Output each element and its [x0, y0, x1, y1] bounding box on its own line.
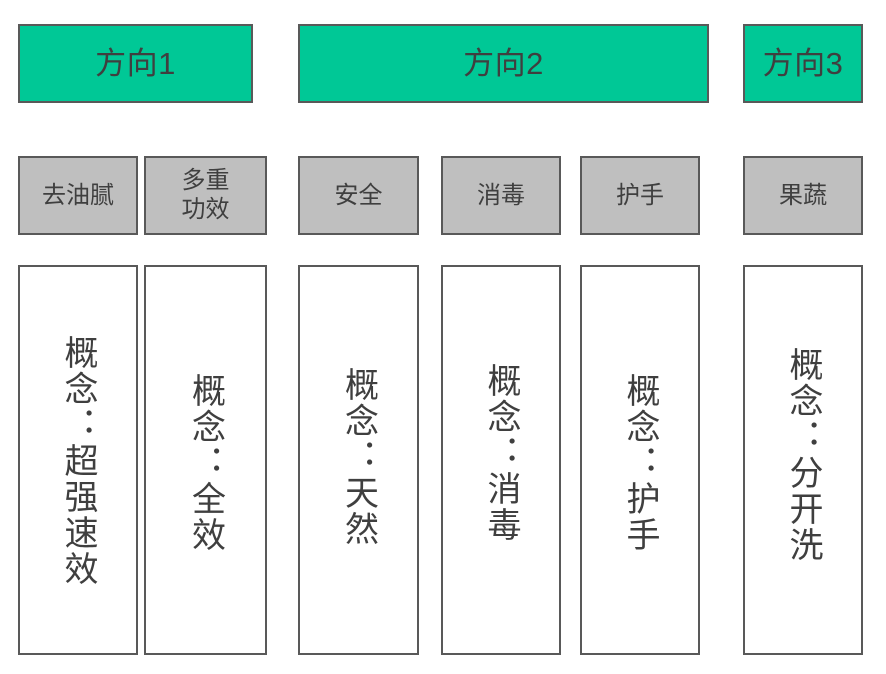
- benefit-tag-line: 安全: [334, 181, 383, 209]
- benefit-tag-3: 安全: [298, 156, 419, 235]
- concept-card-2: 概念：全效: [144, 265, 267, 655]
- benefit-tag-label: 护手: [616, 181, 664, 210]
- concept-card-label: 概念：消毒: [482, 363, 521, 543]
- benefit-tag-6: 果蔬: [743, 156, 863, 235]
- benefit-tag-label: 果蔬: [779, 181, 827, 210]
- benefit-tag-line: 功效: [181, 195, 230, 223]
- benefit-tag-5: 护手: [580, 156, 700, 235]
- benefit-tag-label: 消毒: [477, 181, 525, 210]
- benefit-tag-line: 去油腻: [42, 181, 114, 209]
- benefit-tag-label: 去油腻: [42, 181, 114, 210]
- direction-banner-3: 方向3: [743, 24, 863, 103]
- concept-card-label: 概念：护手: [621, 373, 660, 553]
- concept-card-label: 概念：分开洗: [784, 347, 823, 563]
- concept-card-6: 概念：分开洗: [743, 265, 863, 655]
- concept-card-1: 概念：超强速效: [18, 265, 138, 655]
- benefit-tag-label: 多重功效: [182, 167, 230, 224]
- benefit-tag-line: 果蔬: [779, 181, 827, 209]
- direction-banner-2: 方向2: [298, 24, 709, 103]
- concept-card-4: 概念：消毒: [441, 265, 561, 655]
- benefit-tag-label: 安全: [335, 181, 383, 210]
- concept-card-label: 概念：天然: [339, 367, 378, 547]
- benefit-tag-2: 多重功效: [144, 156, 267, 235]
- concept-card-label: 概念：全效: [186, 373, 225, 553]
- concept-card-label: 概念：超强速效: [59, 335, 98, 587]
- benefit-tag-1: 去油腻: [18, 156, 138, 235]
- benefit-tag-line: 护手: [616, 181, 664, 209]
- benefit-tag-line: 消毒: [477, 181, 525, 209]
- concept-card-5: 概念：护手: [580, 265, 700, 655]
- direction-banner-1: 方向1: [18, 24, 253, 103]
- benefit-tag-line: 多重: [181, 167, 230, 195]
- benefit-tag-4: 消毒: [441, 156, 561, 235]
- concept-card-3: 概念：天然: [298, 265, 419, 655]
